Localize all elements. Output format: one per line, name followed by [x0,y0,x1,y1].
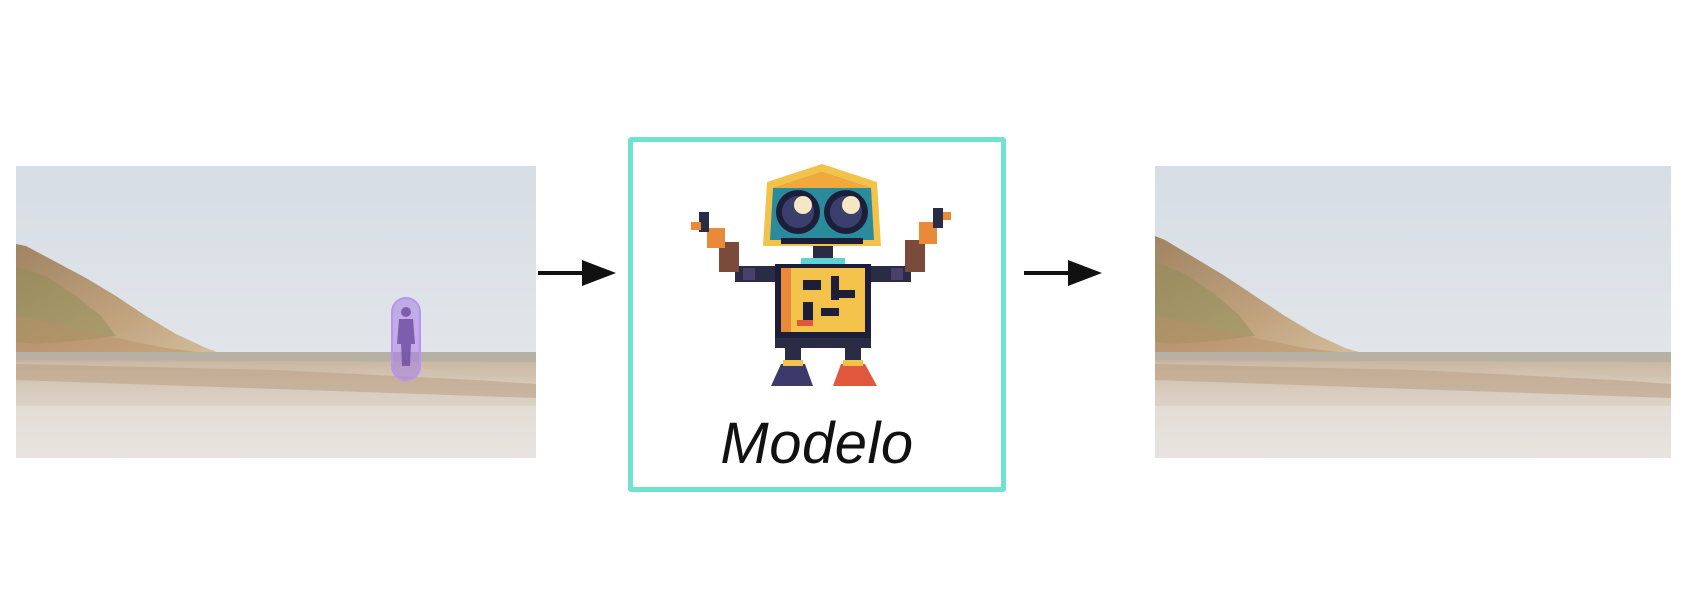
pixel-robot-icon [691,164,951,386]
right-arrow-icon [1022,257,1104,289]
model-label: Modelo [720,411,914,476]
input-image [16,166,536,458]
beach-scene-without-person [1155,166,1671,458]
output-image [1155,166,1671,458]
right-arrow-icon [536,257,618,289]
person-highlight [391,297,421,381]
model-box: Modelo [628,137,1006,492]
beach-scene-with-person [16,166,536,458]
